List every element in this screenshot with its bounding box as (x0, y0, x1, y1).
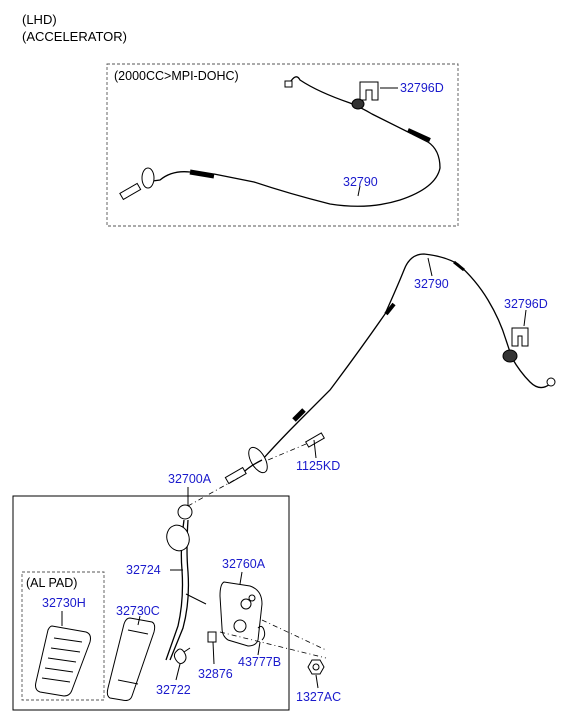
bolt-dash-line (267, 443, 307, 461)
main-clip-grommet (502, 349, 518, 363)
upper-cable-tip (284, 80, 293, 88)
pedal-switch (257, 625, 266, 641)
main-cable-sleeve-lower (292, 408, 306, 422)
main-label-43777b: 43777B (238, 655, 281, 669)
main-cable-sleeve-mid (384, 302, 396, 316)
pedal-pad-ribs (117, 629, 149, 685)
cable-end-bolt (224, 466, 247, 485)
upper-clip-grommet (351, 98, 365, 110)
upper-cable-sleeve-lower (189, 169, 215, 179)
bolt-1125kd (305, 432, 325, 448)
upper-cable-lower-end (144, 171, 191, 183)
pedal-assembly-box: 32700A (AL PAD) 32730H 32724 32730C 3276… (12, 472, 327, 711)
header-accelerator: (ACCELERATOR) (22, 29, 127, 44)
upper-cable-sleeve (407, 128, 431, 142)
nut-1327ac-group: 1327AC (296, 659, 341, 704)
pedal-bracket-pivot (233, 619, 247, 633)
pedal-stopper (207, 631, 217, 643)
main-clip (511, 327, 529, 347)
al-pad-box-border (21, 571, 105, 701)
assembly-dash-line (187, 477, 239, 507)
upper-label-32796d: 32796D (400, 81, 444, 95)
pad-leader (137, 615, 141, 626)
main-label-32722: 32722 (156, 683, 191, 697)
main-label-1125kd: 1125KD (296, 459, 340, 473)
pedal-bracket (219, 581, 263, 647)
nut-1327ac (307, 659, 325, 675)
spring-leader (175, 663, 181, 681)
main-cable-tip (546, 377, 556, 387)
main-cable-sleeve-top (453, 260, 465, 272)
pedal-box-border (12, 495, 290, 711)
main-label-32724: 32724 (126, 563, 161, 577)
pedal-arm-bushing (166, 524, 190, 552)
upper-label-32790: 32790 (343, 175, 378, 189)
upper-box-title: (2000CC>MPI-DOHC) (114, 69, 239, 83)
stopper-leader (212, 641, 215, 665)
main-cable-group: 32796D 32790 1125KD (224, 253, 556, 485)
al-pad-label-32730h: 32730H (42, 596, 86, 610)
nut-hole (312, 663, 320, 671)
upper-variant-box: (2000CC>MPI-DOHC) 32796D 32790 (106, 63, 459, 227)
main-cable-leader (427, 257, 433, 277)
pedal-arm-pivot (177, 504, 193, 520)
main-label-1327ac: 1327AC (296, 690, 341, 704)
main-clip-leader (523, 309, 527, 327)
main-label-32796d: 32796D (504, 297, 548, 311)
return-spring (173, 647, 191, 665)
main-label-32700a: 32700A (168, 472, 212, 486)
header-lhd: (LHD) (22, 12, 57, 27)
arm-rod (185, 593, 207, 605)
upper-box-border (106, 63, 459, 227)
pedal-bracket-bolt-hole (248, 594, 256, 602)
al-pad-title: (AL PAD) (26, 576, 77, 590)
main-cable (261, 253, 513, 461)
main-label-32730c: 32730C (116, 604, 160, 618)
upper-bracket-plate (141, 167, 155, 189)
al-pad-part (35, 625, 91, 697)
pedal-bracket-hole (240, 598, 252, 610)
upper-cable-end (288, 76, 413, 135)
main-label-32876: 32876 (198, 667, 233, 681)
main-cable-end (511, 357, 551, 389)
cable-bracket-plate (248, 446, 268, 474)
upper-cable-leader (357, 185, 361, 197)
upper-cable (213, 133, 441, 207)
upper-bolt (119, 182, 142, 201)
bolt-leader (313, 439, 317, 459)
main-label-32760a: 32760A (222, 557, 266, 571)
upper-clip (359, 81, 379, 101)
switch-leader (257, 641, 261, 656)
bracket-leader (239, 571, 243, 585)
nut-dash-line-b (261, 619, 327, 651)
main-label-32790: 32790 (414, 277, 449, 291)
nut-leader (315, 674, 319, 689)
